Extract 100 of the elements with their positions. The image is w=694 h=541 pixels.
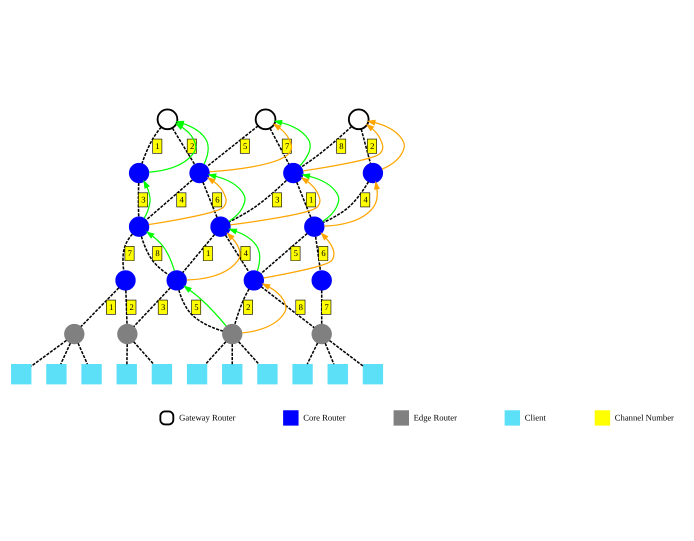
edge-label: 1 [109,302,114,312]
node-circle [189,162,210,184]
arrow [273,120,311,166]
edge-label: 3 [275,194,280,204]
connector [300,126,352,168]
edge-label: 1 [206,248,210,258]
connector [140,236,169,276]
node-circle [117,324,138,344]
connector [238,341,260,365]
connector [224,234,250,272]
edge-label: 4 [179,194,184,204]
connector [229,180,287,223]
connector [125,290,128,324]
node-box [328,364,348,384]
node-circle [362,162,384,184]
connector [138,182,140,217]
legend-label: Client [524,412,546,422]
legend-label: Channel Number [614,412,674,422]
connector [296,182,312,218]
edge-label: 1 [309,194,314,204]
node-circle [128,162,150,184]
connector [77,342,88,364]
edge-label: 2 [190,140,194,151]
connector [269,128,290,164]
connector [126,344,128,364]
edge-label: 4 [363,194,368,204]
connector [30,340,67,367]
node-circle [348,108,370,130]
node-box [116,364,137,384]
arrow [264,232,334,279]
legend-label: Core Router [303,412,346,422]
node-box [292,364,313,384]
node-circle [128,216,150,237]
connector [329,340,364,367]
node-circle [312,270,332,291]
arrow [303,124,384,172]
arrow [208,173,246,222]
node-box [222,364,242,384]
edge-label: 5 [194,302,199,312]
edge-label: 8 [339,140,344,151]
node-box [46,364,67,384]
edge-label: 1 [155,140,160,151]
edge-label: 4 [244,248,248,258]
connector [260,232,308,274]
connector [133,341,154,365]
arrow [186,232,241,281]
connector [231,344,234,364]
edge-label: 7 [324,302,329,312]
arrow [228,228,260,272]
node-circle [156,108,178,130]
node-box [186,364,208,384]
node-circle [64,324,84,344]
node-box [362,364,384,384]
node-box [81,364,102,384]
node-circle [244,270,264,291]
edge-label: 5 [294,248,298,258]
legend-label: Edge Router [414,412,457,422]
edge-label: 7 [128,248,132,258]
node-circle [312,324,332,344]
connector [204,341,226,365]
connector [260,286,315,328]
connector [320,290,322,324]
arrow [301,173,340,222]
node-circle [222,324,242,344]
connector [80,287,120,328]
edge-label: 6 [321,248,326,258]
node-circle [254,108,276,130]
arrow [324,180,380,227]
node-box [257,364,278,384]
node-circle [283,162,304,184]
connector [60,342,72,364]
edge-label: 3 [160,302,166,312]
edge-label: 5 [243,140,248,151]
arrow [146,231,175,271]
connector [234,288,250,324]
arrow [230,176,321,226]
edge-label: 2 [130,302,134,312]
connector [202,182,218,218]
connector [314,236,322,271]
arrow [175,120,209,164]
connector [122,234,133,271]
legend-label: Gateway Router [179,412,236,422]
edge-label: 2 [370,140,374,151]
connector [360,128,372,164]
node-box [152,364,172,384]
edge-label: 2 [246,302,250,312]
arrow [183,285,227,326]
arrow [148,176,227,226]
edge-label: 6 [215,194,220,204]
node-circle [115,270,136,291]
node-box [11,364,32,384]
node-circle [166,270,187,291]
edge-label: 8 [298,302,303,312]
connector [133,287,171,328]
node-circle [304,216,324,237]
connector [182,234,216,274]
arrow [143,180,151,219]
connector [206,125,258,168]
node-circle [210,216,231,237]
connector [178,290,223,332]
